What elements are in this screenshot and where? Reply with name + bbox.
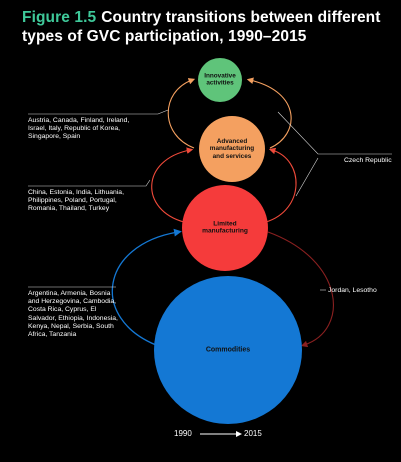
timeline-arrowhead (236, 431, 242, 437)
figure-label: Figure 1.5 (22, 9, 97, 26)
node-label-advanced: Advanced manufacturing and services (209, 137, 255, 160)
node-commodities (154, 276, 302, 424)
node-limited (182, 185, 268, 271)
arc-right-advanced-to-innovative (246, 77, 292, 149)
arc-limited-to-advanced (151, 147, 194, 223)
arc-commodities-to-limited (111, 228, 182, 346)
countries-commodities-to-limited: Argentina, Armenia, Bosnia and Herzegovi… (28, 290, 118, 339)
connector-czech-lower (295, 157, 319, 197)
node-label-limited: Limited manufacturing (202, 220, 248, 235)
timeline-end: 2015 (244, 429, 262, 438)
arc-right-limited-to-commodities (267, 231, 334, 348)
arc-advanced-to-innovative (167, 78, 196, 149)
timeline-start: 1990 (174, 429, 192, 438)
node-innovative (198, 58, 242, 102)
connector-czech (277, 111, 392, 155)
countries-advanced-to-innovative: Austria, Canada, Finland, Ireland, Israe… (28, 117, 130, 141)
countries-jordan: Jordan, Lesotho (328, 287, 377, 294)
node-label-innovative: Innovative activities (204, 72, 236, 87)
countries-czech: Czech Republic (344, 157, 392, 164)
connector-left-advanced (28, 109, 169, 115)
connector-left-limited (28, 179, 151, 187)
countries-limited-to-advanced: China, Estonia, India, Lithuania, Philip… (28, 189, 124, 213)
figure-title-text: Country transitions between different ty… (22, 9, 381, 45)
node-advanced (199, 116, 265, 182)
node-label-commodities: Commodities (205, 346, 251, 354)
timeline: 1990 2015 (0, 428, 401, 442)
arc-right-limited-to-advanced (265, 147, 297, 223)
